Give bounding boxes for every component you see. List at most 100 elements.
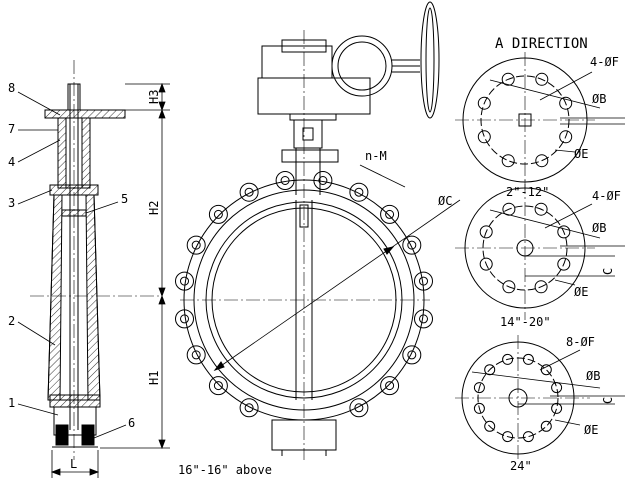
bolt-hole bbox=[557, 257, 571, 271]
lug-bolt bbox=[186, 345, 206, 365]
bolt-hole bbox=[522, 431, 534, 443]
lug-bolt bbox=[380, 204, 400, 224]
lug-bolt bbox=[349, 398, 369, 418]
bolt-hole bbox=[501, 154, 515, 168]
lug-bolt bbox=[186, 235, 206, 255]
lug-bolt-hole bbox=[354, 187, 364, 197]
lug-bolt-hole bbox=[280, 176, 290, 185]
a-direction-title: A DIRECTION bbox=[495, 36, 588, 52]
bolt-hole bbox=[502, 431, 514, 443]
part-label-3: 3 bbox=[8, 196, 15, 210]
lug-bolt-hole bbox=[244, 187, 254, 197]
front-lug-bolts bbox=[175, 171, 433, 418]
dim-H1-label: H1 bbox=[147, 371, 161, 385]
lug-bolt-hole bbox=[385, 209, 395, 219]
bolt-hole bbox=[557, 225, 571, 239]
lug-bolt bbox=[239, 398, 259, 418]
gearbox-housing bbox=[257, 77, 371, 115]
flange-2-C-label: C bbox=[601, 397, 615, 404]
flange-1-holes-label: 4-ØF bbox=[592, 189, 621, 203]
bolt-hole bbox=[559, 130, 573, 144]
bottom-cap bbox=[53, 406, 97, 436]
front-view-caption: 16"-16" above bbox=[178, 463, 272, 477]
lug-bolt bbox=[402, 235, 422, 255]
flange-0-bolt-holes bbox=[477, 72, 573, 168]
part-label-8: 8 bbox=[8, 81, 15, 95]
bolt-hole bbox=[534, 202, 548, 216]
lug-bolt-hole bbox=[244, 403, 254, 413]
gearbox-upper bbox=[261, 45, 333, 79]
bolt-hole bbox=[559, 96, 573, 110]
bolt-hole bbox=[502, 202, 516, 216]
flange-1-B-label: ØB bbox=[592, 221, 606, 235]
part-label-6: 6 bbox=[128, 416, 135, 430]
bolt-hole bbox=[522, 353, 534, 365]
lug-bolt-hole bbox=[191, 350, 201, 360]
lug-bolt-hole bbox=[385, 381, 395, 391]
lug-bolt bbox=[414, 309, 433, 329]
front-view bbox=[180, 1, 461, 460]
dim-L bbox=[50, 450, 100, 478]
dim-H2-label: H2 bbox=[147, 201, 161, 215]
top-flange-plate bbox=[44, 109, 126, 119]
lug-bolt-hole bbox=[407, 350, 417, 360]
flange-view-14-20 bbox=[455, 180, 625, 320]
flange-1-E-label: ØE bbox=[574, 285, 588, 299]
lug-bolt-hole bbox=[318, 176, 328, 185]
flange-0-caption: 2"-12" bbox=[506, 185, 549, 199]
flange-2-caption: 24" bbox=[510, 459, 532, 473]
lug-bolt bbox=[402, 345, 422, 365]
dim-H3-label: H3 bbox=[147, 90, 161, 104]
lug-bolt-hole bbox=[180, 314, 189, 324]
lug-bolt bbox=[239, 182, 259, 202]
lug-bolt bbox=[313, 171, 333, 190]
bolt-hole bbox=[477, 96, 491, 110]
handwheel bbox=[420, 1, 440, 119]
bolt-hole bbox=[551, 382, 563, 394]
bolt-hole bbox=[484, 420, 496, 432]
label-n-M: n-M bbox=[365, 149, 387, 163]
lug-bolt-hole bbox=[407, 240, 417, 250]
bolt-hole bbox=[551, 402, 563, 414]
bolt-hole bbox=[540, 420, 552, 432]
flange-2-holes-label: 8-ØF bbox=[566, 335, 595, 349]
lug-bolt-hole bbox=[180, 276, 189, 286]
part-label-5: 5 bbox=[121, 192, 128, 206]
lug-bolt bbox=[380, 376, 400, 396]
lug-bolt-hole bbox=[419, 276, 428, 286]
bracket bbox=[293, 119, 323, 149]
flange-view-24 bbox=[455, 335, 625, 460]
flange-0-holes-label: 4-ØF bbox=[590, 55, 619, 69]
lug-bolt-hole bbox=[213, 381, 223, 391]
bolt-hole bbox=[484, 364, 496, 376]
lug-bolt bbox=[275, 171, 295, 190]
bolt-hole bbox=[540, 364, 552, 376]
flange-0-E-label: ØE bbox=[574, 147, 588, 161]
bolt-hole bbox=[501, 72, 515, 86]
part-label-2: 2 bbox=[8, 314, 15, 328]
flange-1-bolt-holes bbox=[479, 202, 571, 294]
flange-0-B-label: ØB bbox=[592, 92, 606, 106]
bolt-hole bbox=[473, 402, 485, 414]
lug-bolt bbox=[208, 376, 228, 396]
label-dia-C: ØC bbox=[438, 194, 452, 208]
lug-bolt bbox=[349, 182, 369, 202]
flange-1-C-label: C bbox=[601, 268, 615, 275]
bolt-hole bbox=[502, 353, 514, 365]
bolt-hole bbox=[502, 280, 516, 294]
vertical-dimensions bbox=[100, 82, 170, 450]
flange-2-bolt-holes bbox=[473, 353, 563, 443]
flange-view-2-12 bbox=[455, 52, 625, 190]
lug-bolt bbox=[175, 271, 194, 291]
bolt-hole bbox=[473, 382, 485, 394]
lug-bolt bbox=[175, 309, 194, 329]
bolt-hole bbox=[479, 225, 493, 239]
flange-2-E-label: ØE bbox=[584, 423, 598, 437]
lug-bolt-hole bbox=[354, 403, 364, 413]
part-label-1: 1 bbox=[8, 396, 15, 410]
bolt-hole bbox=[534, 280, 548, 294]
bolt-hole bbox=[479, 257, 493, 271]
lug-bolt bbox=[414, 271, 433, 291]
part-callouts bbox=[17, 91, 127, 439]
